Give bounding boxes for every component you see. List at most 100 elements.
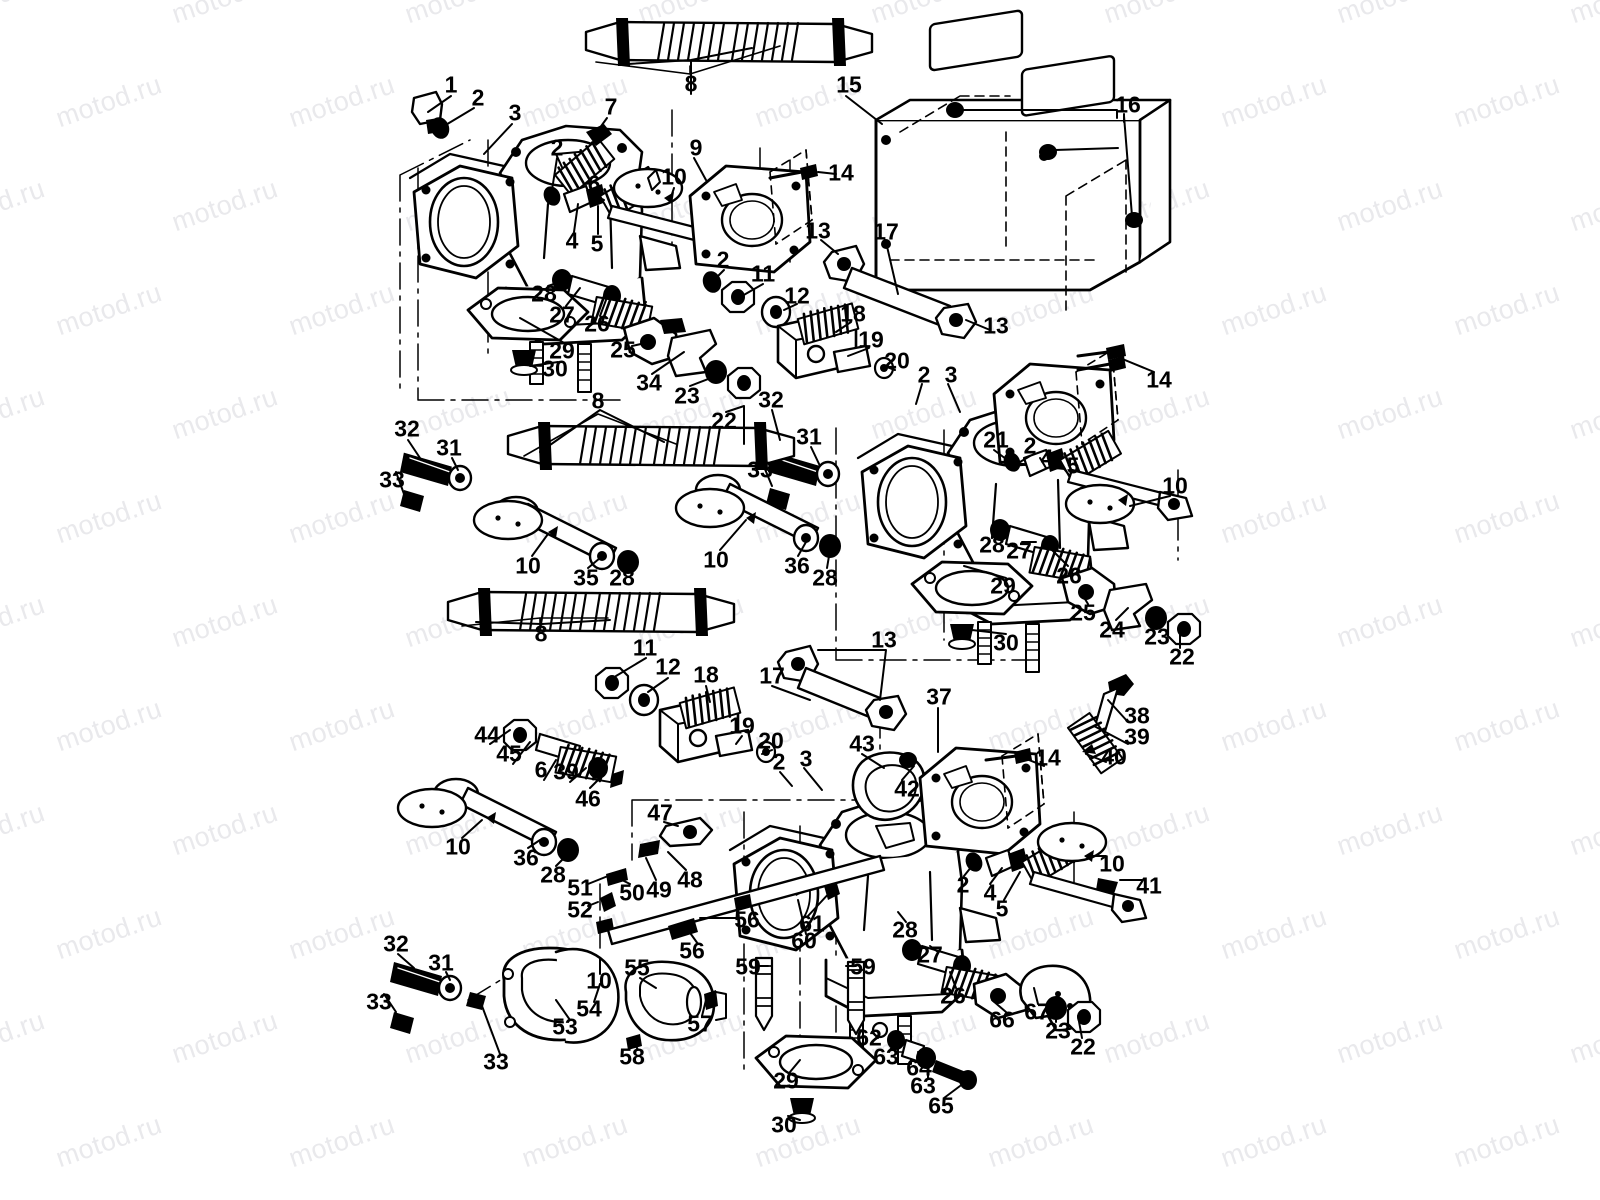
callout-31: 31 [436,434,462,461]
callout-67: 67 [1024,998,1050,1025]
callout-3: 3 [508,99,522,126]
callout-3: 3 [944,361,958,388]
callout-57: 57 [687,1010,713,1037]
callout-4: 4 [983,879,997,906]
callout-33: 33 [483,1048,509,1075]
callout-35: 35 [573,564,599,591]
callout-10: 10 [661,163,687,190]
callout-52: 52 [567,896,593,923]
callout-17: 17 [873,218,899,245]
callout-26: 26 [584,310,610,337]
callout-29: 29 [549,337,575,364]
callout-28: 28 [979,531,1005,558]
callout-30: 30 [771,1111,797,1138]
callout-19: 19 [729,712,755,739]
callout-60: 60 [791,927,817,954]
callout-26: 26 [1056,562,1082,589]
callout-13: 13 [983,312,1009,339]
callout-3: 3 [799,745,813,772]
callout-20: 20 [884,347,910,374]
callout-56: 56 [679,937,705,964]
callout-63: 63 [873,1043,899,1070]
callout-30: 30 [542,355,568,382]
callout-59: 59 [735,953,761,980]
callout-48: 48 [677,866,703,893]
callout-6: 6 [534,756,548,783]
callout-23: 23 [1045,1017,1071,1044]
callout-28: 28 [540,861,566,888]
callout-58: 58 [619,1043,645,1070]
callout-21: 21 [983,426,1009,453]
callout-2: 2 [550,134,564,161]
callout-55: 55 [624,954,650,981]
callout-8: 8 [591,387,605,414]
callout-26: 26 [940,982,966,1009]
callout-25: 25 [1070,599,1096,626]
callout-46: 46 [575,785,601,812]
callout-33: 33 [379,466,405,493]
callout-15: 15 [836,71,862,98]
callout-27: 27 [549,301,575,328]
callout-37: 37 [926,683,952,710]
callout-54: 54 [576,995,602,1022]
callout-27: 27 [1006,537,1032,564]
callout-49: 49 [646,876,672,903]
callout-42: 42 [894,775,920,802]
callout-13: 13 [871,626,897,653]
callout-9: 9 [689,134,703,161]
callout-44: 44 [474,721,500,748]
callout-39: 39 [553,758,579,785]
callout-61: 61 [799,910,825,937]
callout-36: 36 [513,844,539,871]
callout-2: 2 [716,246,730,273]
callout-65: 65 [928,1092,954,1119]
callout-32: 32 [383,930,409,957]
callout-27: 27 [917,941,943,968]
callout-11: 11 [632,634,658,661]
callout-43: 43 [849,730,875,757]
callout-2: 2 [1023,432,1037,459]
callout-20: 20 [758,727,784,754]
callout-2: 2 [772,748,786,775]
callout-23: 23 [674,382,700,409]
callout-10: 10 [586,967,612,994]
callout-28: 28 [892,916,918,943]
callout-53: 53 [552,1013,578,1040]
callout-4: 4 [1040,444,1054,471]
callout-18: 18 [840,300,866,327]
callout-10: 10 [445,833,471,860]
callout-22: 22 [1169,643,1195,670]
callout-32: 32 [758,386,784,413]
callout-28: 28 [609,564,635,591]
callout-29: 29 [990,572,1016,599]
callout-10: 10 [1162,472,1188,499]
callout-5: 5 [1066,452,1080,479]
callout-40: 40 [1101,743,1127,770]
callout-22: 22 [711,407,737,434]
callout-32: 32 [394,415,420,442]
callout-8: 8 [534,620,548,647]
callout-10: 10 [515,552,541,579]
callout-30: 30 [993,629,1019,656]
callout-28: 28 [812,564,838,591]
callout-31: 31 [796,423,822,450]
callout-13: 13 [805,217,831,244]
callout-14: 14 [1035,744,1061,771]
callout-2: 2 [956,871,970,898]
callout-33: 33 [747,456,773,483]
callout-1: 1 [444,71,458,98]
callout-2: 2 [471,84,485,111]
callout-7: 7 [604,93,618,120]
callout-34: 34 [636,369,662,396]
callout-4: 4 [565,227,579,254]
callout-25: 25 [610,336,636,363]
callout-29: 29 [773,1067,799,1094]
callout-51: 51 [567,874,593,901]
callout-10: 10 [1099,850,1125,877]
callout-14: 14 [1146,366,1172,393]
callout-12: 12 [655,653,681,680]
callout-38: 38 [1124,702,1150,729]
